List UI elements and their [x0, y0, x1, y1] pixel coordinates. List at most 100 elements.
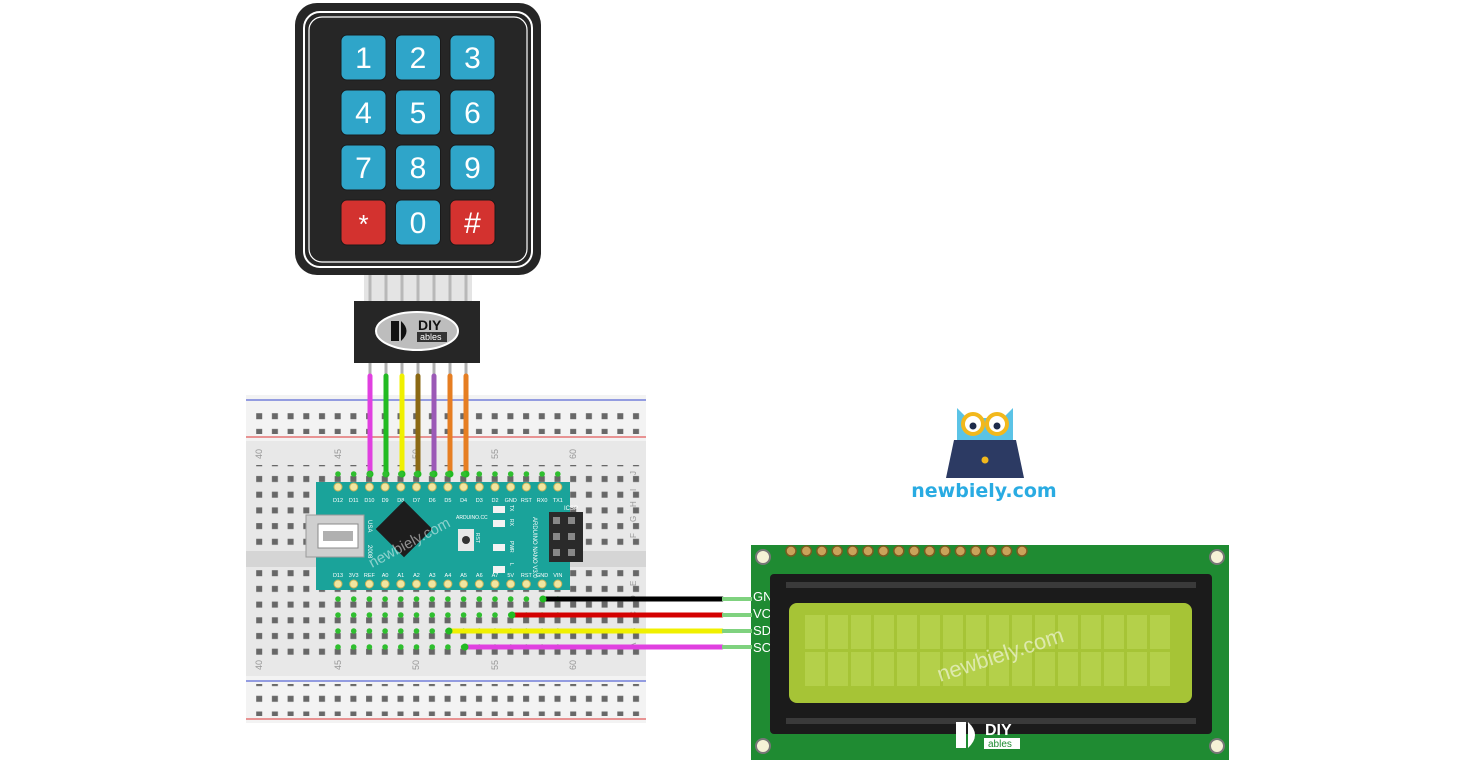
nano-pin-label: TX1 — [553, 498, 563, 504]
nano-pin-pad — [474, 482, 484, 492]
usa-label: USA — [366, 520, 372, 532]
col-num: 45 — [333, 449, 343, 459]
nano-pin-pad — [364, 482, 374, 492]
header-pin — [970, 545, 982, 557]
connected-hole — [445, 612, 451, 618]
nano-pin-pad — [537, 579, 547, 589]
nano-pin-pad — [553, 482, 563, 492]
lcd-logo-top: DIY — [985, 722, 1012, 739]
header-pin — [923, 545, 936, 557]
nano-pin-label: A3 — [429, 573, 436, 579]
nano-pin-pad — [427, 579, 437, 589]
connected-hole — [445, 596, 451, 602]
owl-logo-icon — [946, 408, 1024, 478]
connected-hole — [335, 471, 341, 477]
char-cell — [1127, 615, 1147, 649]
char-cell — [1150, 615, 1170, 649]
nano-pin-label: D7 — [413, 498, 420, 504]
connected-hole — [460, 471, 467, 477]
col-num: 55 — [490, 449, 500, 459]
nano-pin-pad — [412, 579, 421, 589]
connected-hole — [429, 471, 436, 477]
char-cell — [897, 652, 917, 686]
connected-hole — [507, 471, 514, 477]
row-letter: G — [629, 516, 638, 522]
connected-hole — [350, 644, 357, 650]
key-hash: # — [449, 199, 496, 246]
key-label: 5 — [410, 97, 427, 130]
tx-label: TX — [508, 505, 514, 512]
connected-hole — [398, 612, 404, 618]
nano-pin-pad — [380, 579, 390, 589]
key-2: 2 — [395, 34, 441, 81]
rst-label: RST — [474, 533, 480, 543]
nano-pin-label: A2 — [413, 573, 420, 579]
connected-hole — [429, 644, 436, 650]
char-cell — [828, 652, 848, 686]
char-cell — [1058, 652, 1078, 686]
char-cell — [920, 652, 940, 686]
key-label: 2 — [410, 42, 427, 75]
nano-pin-label: RST — [521, 573, 533, 579]
connected-hole — [429, 628, 436, 634]
status-leds — [493, 506, 505, 573]
nano-pin-pad — [521, 579, 531, 589]
char-cell — [828, 615, 848, 649]
connected-hole — [366, 612, 373, 618]
icsp-label: ICSP — [564, 506, 578, 512]
nano-pin-label: A6 — [476, 573, 483, 579]
connected-hole — [366, 596, 373, 602]
header-pin — [846, 545, 859, 557]
connected-hole — [366, 471, 373, 477]
row-letter: F — [629, 533, 638, 538]
connected-hole — [350, 596, 357, 602]
connected-hole — [350, 612, 357, 618]
col-num: 40 — [254, 449, 264, 459]
connected-hole — [413, 628, 420, 634]
pwr-label: PWR — [508, 541, 514, 553]
row-letter: J — [629, 471, 638, 475]
nano-pin-label: A5 — [460, 573, 467, 579]
key-5: 5 — [395, 89, 441, 136]
char-cell — [966, 652, 986, 686]
header-pin — [877, 545, 890, 557]
nano-pin-pad — [333, 579, 343, 589]
nano-pin-label: D8 — [397, 498, 404, 504]
col-num: 45 — [333, 660, 343, 670]
connected-hole — [398, 471, 404, 477]
url-label: ARDUINO.CC — [456, 515, 488, 521]
nano-pin-label: D3 — [476, 498, 483, 504]
connected-hole — [523, 596, 530, 602]
char-cell — [1012, 652, 1032, 686]
char-cell — [1127, 652, 1147, 686]
key-star: * — [340, 199, 387, 246]
char-cell — [1012, 615, 1032, 649]
connected-hole — [382, 628, 388, 634]
lcd-header-pins — [785, 545, 1028, 557]
header-pin — [954, 545, 967, 557]
connected-hole — [398, 628, 404, 634]
char-cell — [874, 652, 894, 686]
connected-hole — [539, 471, 545, 477]
key-label: 1 — [355, 42, 372, 75]
brand-site-name: newbiely.com — [911, 480, 1057, 502]
key-label: 6 — [464, 97, 481, 130]
nano-pin-pad — [349, 482, 359, 492]
nano-pin-pad — [396, 579, 406, 589]
wire-end — [508, 611, 516, 619]
connected-hole — [413, 471, 420, 477]
key-6: 6 — [449, 89, 496, 136]
char-cell — [1081, 615, 1101, 649]
nano-pin-pad — [474, 579, 484, 589]
nano-pin-pad — [396, 482, 406, 492]
nano-pin-label: D9 — [382, 498, 389, 504]
nano-pin-label: D10 — [364, 498, 374, 504]
logo-top: DIY — [418, 317, 442, 333]
connected-hole — [335, 644, 341, 650]
nano-pin-pad — [443, 579, 453, 589]
col-num: 50 — [411, 660, 421, 670]
char-cell — [805, 615, 825, 649]
